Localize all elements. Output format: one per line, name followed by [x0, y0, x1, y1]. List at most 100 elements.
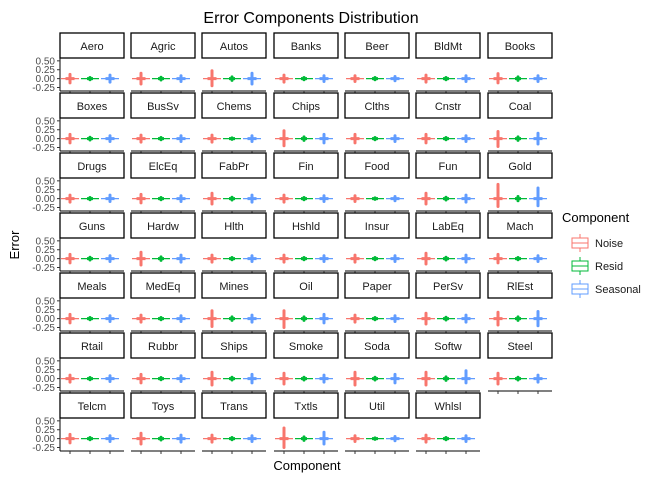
facet-strip	[344, 32, 410, 59]
facet-panel-medeq: MedEq	[130, 272, 196, 334]
facet-strip	[273, 152, 339, 179]
facet-strip-label: Books	[505, 41, 536, 53]
facet-strip	[130, 272, 196, 299]
facet-panel-rubbr: Rubbr	[130, 332, 196, 394]
facet-strip-label: ElcEq	[149, 161, 178, 173]
facet-strip	[344, 392, 410, 419]
facet-panel-chips: Chips	[273, 92, 339, 154]
facet-strip-label: Soda	[364, 341, 391, 353]
facet-strip-label: Insur	[365, 221, 390, 233]
y-tick-label: 0.25	[36, 305, 56, 316]
y-tick-label: 0.25	[36, 65, 56, 76]
y-tick-label: 0.50	[36, 296, 56, 307]
facet-strip-label: Trans	[220, 401, 248, 413]
facet-strip	[487, 272, 553, 299]
facet-strip-label: FabPr	[219, 161, 249, 173]
facet-strip	[59, 392, 125, 419]
facet-strip-label: MedEq	[146, 281, 181, 293]
facet-panel-fabpr: FabPr	[201, 152, 267, 214]
facet-strip-label: Toys	[152, 401, 175, 413]
y-tick-label: -0.25	[32, 143, 55, 154]
facet-strip-label: Rubbr	[148, 341, 178, 353]
facet-panel-books: Books	[487, 32, 553, 94]
facet-panel-fin: Fin	[273, 152, 339, 214]
facet-panel-mines: Mines	[201, 272, 267, 334]
facet-strip-label: Ships	[220, 341, 248, 353]
facet-strip	[273, 272, 339, 299]
facet-panel-bussv: BusSv	[130, 92, 196, 154]
facet-strip-label: Gold	[508, 161, 531, 173]
facet-strip-label: Meals	[77, 281, 107, 293]
facet-strip	[130, 152, 196, 179]
legend-item-noise: Noise	[571, 234, 623, 252]
y-tick-label: 0.25	[36, 125, 56, 136]
facet-strip	[487, 32, 553, 59]
facet-panel-txtls: Txtls	[273, 392, 339, 454]
facet-strip	[59, 212, 125, 239]
facet-panel-cnstr: Cnstr	[415, 92, 481, 154]
facet-strip	[344, 332, 410, 359]
facet-panel-rlest: RlEst	[487, 272, 553, 334]
facet-panel-mach: Mach	[487, 212, 553, 274]
y-tick-label: 0.00	[36, 134, 56, 145]
facet-strip-label: Chems	[217, 101, 252, 113]
facet-strip	[59, 152, 125, 179]
facet-panel-insur: Insur	[344, 212, 410, 274]
legend-label: Resid	[595, 261, 623, 273]
y-tick-label: -0.25	[32, 383, 55, 394]
facet-strip	[487, 92, 553, 119]
y-tick-label: 0.25	[36, 245, 56, 256]
facet-strip-label: Fun	[439, 161, 458, 173]
facet-strip-label: Boxes	[77, 101, 108, 113]
facet-strip	[344, 92, 410, 119]
facet-strip-label: PerSv	[433, 281, 463, 293]
facet-strip	[415, 32, 481, 59]
facet-strip-label: Rtail	[81, 341, 103, 353]
facet-panel-autos: Autos	[201, 32, 267, 94]
y-tick-label: 0.00	[36, 374, 56, 385]
facet-strip	[201, 152, 267, 179]
facet-strip	[415, 212, 481, 239]
facet-panel-hshld: Hshld	[273, 212, 339, 274]
facet-strip-label: BusSv	[147, 101, 179, 113]
facet-panel-trans: Trans	[201, 392, 267, 454]
facet-strip-label: Paper	[362, 281, 392, 293]
facet-strip-label: Hlth	[224, 221, 244, 233]
facet-panel-banks: Banks	[273, 32, 339, 94]
facet-strip-label: Txtls	[294, 401, 318, 413]
facet-strip	[201, 272, 267, 299]
facet-strip	[130, 332, 196, 359]
y-tick-label: 0.00	[36, 194, 56, 205]
y-tick-label: 0.25	[36, 185, 56, 196]
facet-strip	[59, 32, 125, 59]
facet-strip-label: Cnstr	[435, 101, 462, 113]
facet-panel-hlth: Hlth	[201, 212, 267, 274]
facet-panel-ships: Ships	[201, 332, 267, 394]
facet-strip	[273, 92, 339, 119]
facet-strip-label: Whlsl	[435, 401, 462, 413]
facet-strip-label: Guns	[79, 221, 106, 233]
facet-strip	[273, 32, 339, 59]
facet-panel-agric: Agric	[130, 32, 196, 94]
facet-panel-soda: Soda	[344, 332, 410, 394]
y-tick-label: 0.25	[36, 365, 56, 376]
y-tick-label: -0.25	[32, 323, 55, 334]
facet-panel-persv: PerSv	[415, 272, 481, 334]
y-tick-label: 0.00	[36, 74, 56, 85]
facet-strip-label: Aero	[80, 41, 103, 53]
facet-strip	[415, 392, 481, 419]
facet-strip-label: Steel	[507, 341, 532, 353]
facet-strip-label: Banks	[291, 41, 322, 53]
facet-strip-label: Telcm	[78, 401, 107, 413]
y-tick-label: 0.50	[36, 116, 56, 127]
y-tick-label: 0.00	[36, 434, 56, 445]
facet-strip-label: Softw	[434, 341, 462, 353]
facet-strip-label: Food	[364, 161, 389, 173]
x-axis-label: Component	[273, 458, 341, 473]
chart-title: Error Components Distribution	[203, 10, 418, 27]
facet-strip-label: Agric	[150, 41, 176, 53]
facet-strip-label: RlEst	[507, 281, 533, 293]
facet-panel-util: Util	[344, 392, 410, 454]
